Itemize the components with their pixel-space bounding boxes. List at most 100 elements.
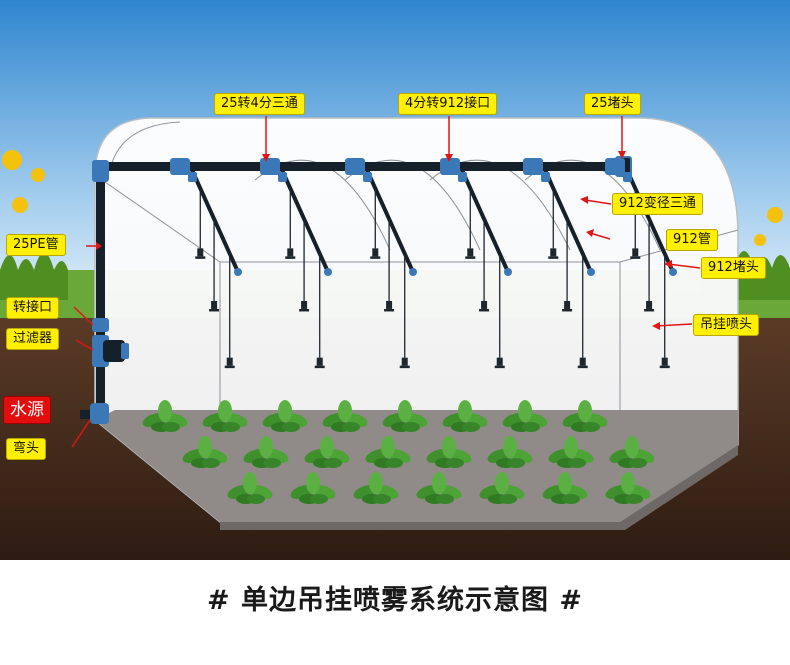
label-elbow: 弯头 <box>6 438 47 460</box>
branch-laterals <box>170 158 677 369</box>
reducer-fitting <box>623 172 632 182</box>
leaf <box>202 458 220 468</box>
plant <box>479 472 525 504</box>
label-tee-912-reducer: 912变径三通 <box>612 193 703 215</box>
reducer-fitting <box>278 172 287 182</box>
nozzle-head <box>226 357 233 366</box>
branch-3 <box>345 158 417 369</box>
plant <box>353 472 399 504</box>
leaf <box>263 458 281 468</box>
plant <box>262 400 308 432</box>
label-water-source: 水源 <box>3 396 51 424</box>
label-tee-25-to-4fen: 25转4分三通 <box>214 93 305 115</box>
nozzle-head <box>467 248 474 257</box>
leaf <box>518 400 532 422</box>
leaf <box>436 494 454 504</box>
tee-fitting <box>260 158 280 175</box>
nozzle-head <box>661 357 668 366</box>
reducer-fitting <box>458 172 467 182</box>
leaf <box>373 494 391 504</box>
nozzle-head <box>301 300 308 309</box>
leader-arrows <box>96 151 672 330</box>
nozzle-head <box>211 300 218 309</box>
leaf <box>495 472 509 494</box>
plant <box>609 436 655 468</box>
adapter-fitting <box>92 318 109 332</box>
leaf <box>278 400 292 422</box>
leaf <box>582 422 600 432</box>
plant <box>322 400 368 432</box>
nozzle-head <box>481 300 488 309</box>
yellow-flowers <box>2 150 783 246</box>
nozzle-tip <box>659 365 670 369</box>
nozzle-tip <box>630 256 641 259</box>
branch-end-plug <box>234 268 242 276</box>
leaf <box>629 458 647 468</box>
branch-end-plug <box>587 268 595 276</box>
branch-2 <box>260 158 332 369</box>
leaf <box>402 422 420 432</box>
leaf <box>198 436 212 458</box>
plant <box>502 400 548 432</box>
nozzle-tip <box>384 308 395 312</box>
leaf <box>243 472 257 494</box>
plant <box>365 436 411 468</box>
branch-end-plug <box>504 268 512 276</box>
plant <box>416 472 462 504</box>
leaf <box>222 422 240 432</box>
nozzle-tip <box>370 256 381 259</box>
plant <box>562 400 608 432</box>
nozzle-tip <box>465 256 476 259</box>
leaf <box>310 494 328 504</box>
leaf <box>558 472 572 494</box>
nozzle-head <box>401 357 408 366</box>
nozzle-tip <box>314 365 325 369</box>
elbow-fitting <box>90 403 109 424</box>
nozzle-head <box>386 300 393 309</box>
tee-fitting <box>345 158 365 175</box>
leaf <box>446 458 464 468</box>
leaf <box>385 458 403 468</box>
nozzle-head <box>579 357 586 366</box>
leaf <box>458 400 472 422</box>
branch-1 <box>170 158 242 369</box>
leaf <box>282 422 300 432</box>
plant <box>426 436 472 468</box>
nozzle-head <box>632 248 639 257</box>
branch-5 <box>523 158 595 369</box>
nozzle-tip <box>195 256 206 259</box>
label-filter: 过滤器 <box>6 328 60 350</box>
plant-rows <box>142 400 655 504</box>
nozzle-tip <box>548 256 559 259</box>
nozzle-tip <box>224 365 235 369</box>
branch-end-plug <box>409 268 417 276</box>
leaf <box>306 472 320 494</box>
label-pe-pipe-25: 25PE管 <box>6 234 66 256</box>
leaf <box>522 422 540 432</box>
nozzle-head <box>646 300 653 309</box>
leaf <box>499 494 517 504</box>
leaf <box>568 458 586 468</box>
leaf <box>562 494 580 504</box>
tee-fitting <box>170 158 190 175</box>
leaf <box>324 458 342 468</box>
label-adapter: 转接口 <box>6 297 60 319</box>
label-hanging-nozzle: 吊挂喷头 <box>693 314 760 336</box>
diagram-caption: # 单边吊挂喷雾系统示意图 # <box>206 585 584 616</box>
plant <box>487 436 533 468</box>
leaf <box>503 436 517 458</box>
leaf <box>259 436 273 458</box>
leaf <box>564 436 578 458</box>
nozzle-tip <box>494 365 505 369</box>
leaf <box>578 400 592 422</box>
leaf <box>398 400 412 422</box>
tee-fitting <box>523 158 543 175</box>
plant <box>290 472 336 504</box>
plant <box>202 400 248 432</box>
leaf <box>162 422 180 432</box>
plant <box>243 436 289 468</box>
nozzle-tip <box>644 308 655 312</box>
nozzle-tip <box>562 308 573 312</box>
leaf <box>462 422 480 432</box>
leaf <box>338 400 352 422</box>
